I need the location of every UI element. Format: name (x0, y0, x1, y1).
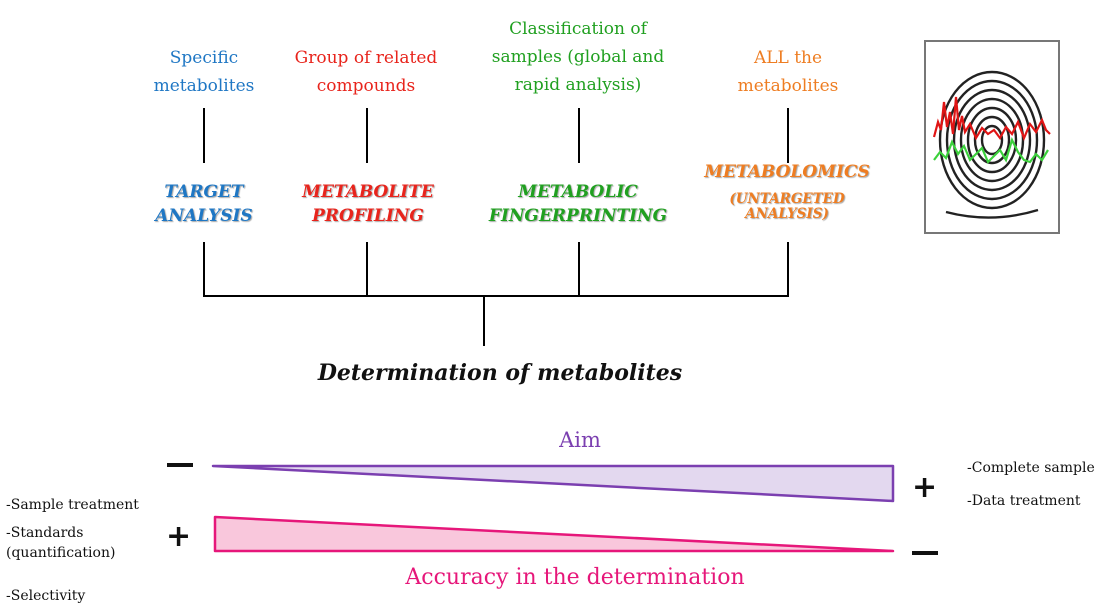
aim-wedge-shape (211, 464, 895, 503)
col2-description: Group of related compounds (294, 48, 438, 96)
aim-plus-sign: + (912, 470, 938, 505)
col1-technique: TARGET ANALYSIS (155, 182, 253, 226)
col4-technique-sub: (UNTARGETED ANALYSIS) (729, 191, 845, 222)
connector-col2-top (366, 108, 368, 163)
col3-technique: METABOLIC FINGERPRINTING (488, 182, 668, 226)
accuracy-note-sample-treatment: -Sample treatment (6, 497, 139, 513)
aim-note-complete-sample: -Complete sample (967, 460, 1095, 476)
col3-description: Classification of samples (global and ra… (491, 19, 665, 95)
accuracy-plus-sign: + (166, 519, 192, 554)
fingerprint-red-trace (932, 96, 1051, 141)
connector-col1-bottom (203, 242, 205, 296)
tree-trunk (483, 295, 485, 346)
accuracy-label: Accuracy in the determination (405, 565, 745, 590)
fingerprint-image (924, 40, 1060, 234)
aim-minus-sign (167, 463, 193, 467)
aim-label: Aim (559, 428, 601, 452)
accuracy-note-selectivity: -Selectivity (6, 588, 86, 604)
col4-technique: METABOLOMICS (704, 162, 870, 182)
accuracy-wedge-shape (213, 515, 895, 553)
connector-col3-top (578, 108, 580, 163)
accuracy-note-standards: -Standards (quantification) (6, 525, 116, 561)
connector-col4-bottom (787, 242, 789, 296)
root-label: Determination of metabolites (317, 360, 683, 386)
aim-note-data-treatment: -Data treatment (967, 493, 1081, 509)
col2-technique: METABOLITE PROFILING (302, 182, 434, 226)
connector-col1-top (203, 108, 205, 163)
connector-col2-bottom (366, 242, 368, 296)
connector-col3-bottom (578, 242, 580, 296)
accuracy-minus-sign (912, 551, 938, 555)
fingerprint-green-trace (933, 137, 1049, 164)
col1-description: Specific metabolites (153, 48, 255, 96)
connector-col4-top (787, 108, 789, 163)
fingerprint-icon (932, 70, 1051, 219)
col4-description: ALL the metabolites (737, 48, 839, 96)
tree-horizontal-bar (203, 295, 789, 297)
